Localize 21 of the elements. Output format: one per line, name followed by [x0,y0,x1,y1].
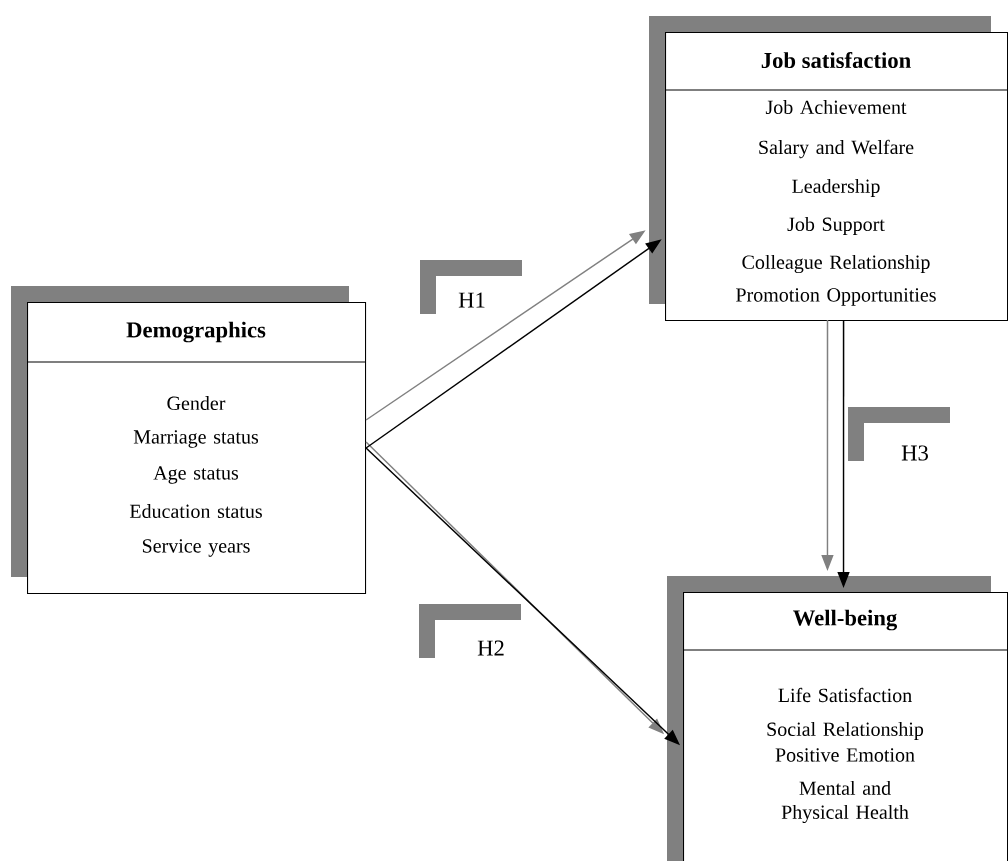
list-item: Positive Emotion [775,748,915,762]
list-item: Promotion Opportunities [736,288,936,306]
box-heading: Well-being [793,609,898,631]
list-item: Service years [142,539,250,557]
list-item: Life Satisfaction [778,687,912,703]
hypothesis-label: H3 [848,407,950,461]
list-item: Mental and Physical Health [781,780,909,824]
list-item: Gender [167,396,226,411]
list-item: Colleague Relationship [742,254,930,274]
list-item: Leadership [792,178,880,198]
hypothesis-label: H2 [419,604,521,658]
list-item: Salary and Welfare [759,139,914,159]
list-item: Marriage status [133,430,259,448]
list-item: Age status [153,466,239,484]
list-item: Social Relationship [767,721,924,741]
list-item: Job Support [787,216,885,236]
hypothesis-label: H1 [420,260,522,314]
list-item: Education status [129,504,262,519]
list-item: Job Achievement [765,100,907,115]
box-heading: Demographics [126,321,266,343]
box-heading: Job satisfaction [761,51,911,69]
